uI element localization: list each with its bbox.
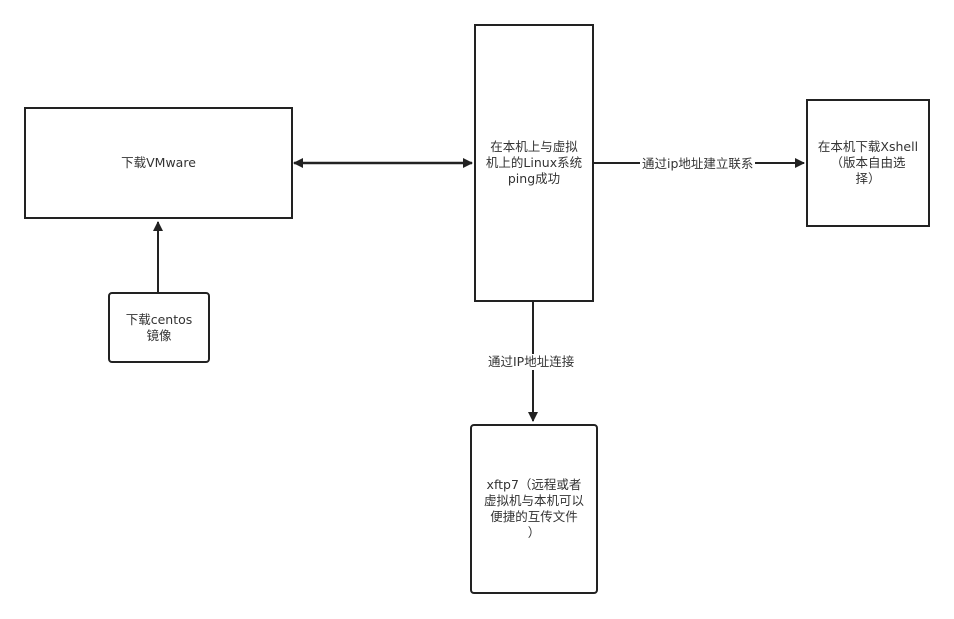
edge-label-ip-link: 通过ip地址建立联系 <box>640 156 756 172</box>
node-download-centos-image-label: 下载centos 镜像 <box>125 311 193 343</box>
node-xftp7: xftp7（远程或者 虚拟机与本机可以 便捷的互传文件 ） <box>470 424 598 594</box>
node-download-xshell: 在本机下载Xshell （版本自由选 择） <box>806 99 930 227</box>
edge-label-ip-connect: 通过IP地址连接 <box>486 354 577 370</box>
node-download-vmware-label: 下载VMware <box>121 155 196 170</box>
node-ping-success: 在本机上与虚拟 机上的Linux系统 ping成功 <box>474 24 594 302</box>
node-ping-success-label: 在本机上与虚拟 机上的Linux系统 ping成功 <box>485 139 583 186</box>
node-download-xshell-label: 在本机下载Xshell （版本自由选 择） <box>817 139 919 186</box>
node-download-vmware: 下载VMware <box>24 107 293 219</box>
node-download-centos-image: 下载centos 镜像 <box>108 292 210 363</box>
node-xftp7-label: xftp7（远程或者 虚拟机与本机可以 便捷的互传文件 ） <box>483 477 584 540</box>
